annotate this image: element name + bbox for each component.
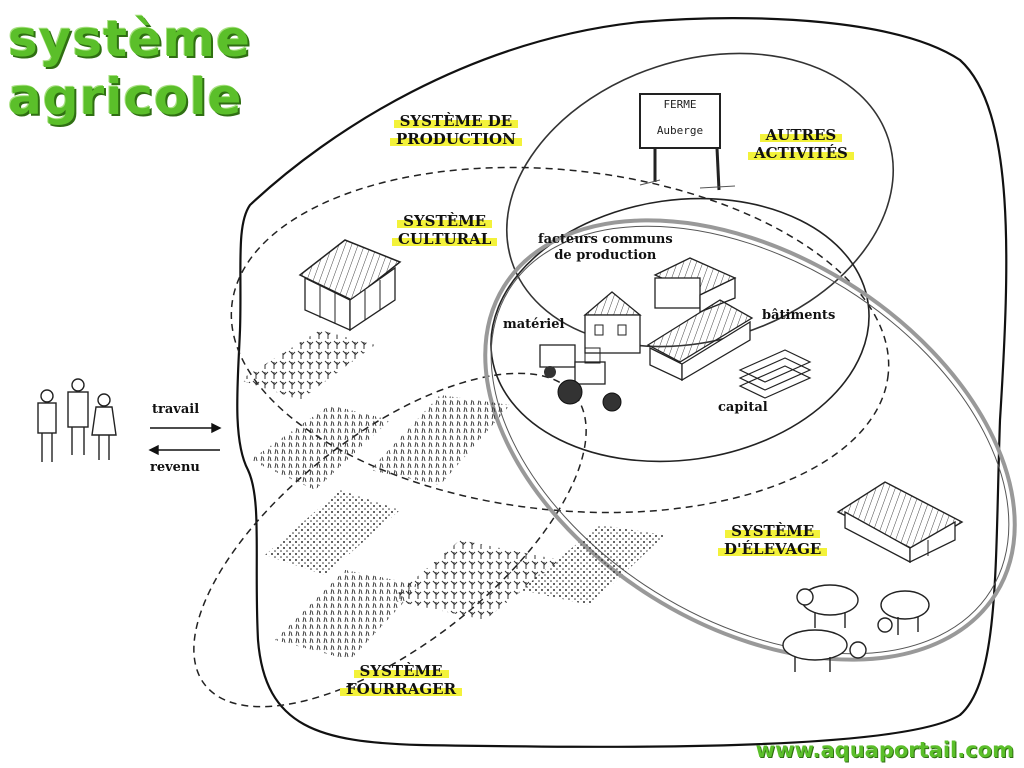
crop-field xyxy=(390,540,560,620)
systeme-elevage-ellipse xyxy=(483,218,1017,662)
crop-field xyxy=(275,570,420,660)
cow-illustration xyxy=(796,584,859,628)
farmers-illustration xyxy=(37,378,117,462)
label-systeme-fourrager: SYSTÈME FOURRAGER xyxy=(340,662,463,698)
farm-buildings-illustration xyxy=(583,257,754,382)
barn-illustration xyxy=(298,239,402,332)
tractor-illustration xyxy=(539,344,622,412)
label-travail: travail xyxy=(152,402,200,417)
title-line-2: agricole xyxy=(8,68,243,126)
systeme-cultural-ellipse xyxy=(230,166,890,514)
site-url: www.aquaportail.com xyxy=(755,738,1014,762)
crop-field xyxy=(265,490,400,575)
title-line-1: système xyxy=(8,10,251,68)
livestock-barn-illustration xyxy=(836,481,964,564)
label-revenu: revenu xyxy=(150,460,200,475)
cow-illustration xyxy=(782,629,867,672)
label-capital: capital xyxy=(718,400,768,415)
revenu-arrow xyxy=(148,444,220,456)
crop-field xyxy=(520,525,665,605)
cow-illustration xyxy=(877,590,930,635)
sign-text: FERME Auberge xyxy=(656,98,704,137)
crop-field xyxy=(370,395,510,485)
label-systeme-elevage: SYSTÈME D'ÉLEVAGE xyxy=(718,522,828,558)
crop-field xyxy=(240,330,375,400)
label-facteurs-communs: facteurs communs de production xyxy=(538,232,673,263)
travail-arrow xyxy=(150,422,222,434)
ferme-auberge-sign xyxy=(639,93,736,191)
label-materiel: matériel xyxy=(503,317,565,332)
capital-illustration xyxy=(738,349,812,399)
crop-field xyxy=(250,405,390,490)
production-system-boundary xyxy=(236,17,1008,748)
label-autres-activites: AUTRES ACTIVITÉS xyxy=(748,126,854,162)
label-batiments: bâtiments xyxy=(762,308,836,323)
label-systeme-cultural: SYSTÈME CULTURAL xyxy=(392,212,498,248)
label-systeme-production: SYSTÈME DE PRODUCTION xyxy=(390,112,522,148)
